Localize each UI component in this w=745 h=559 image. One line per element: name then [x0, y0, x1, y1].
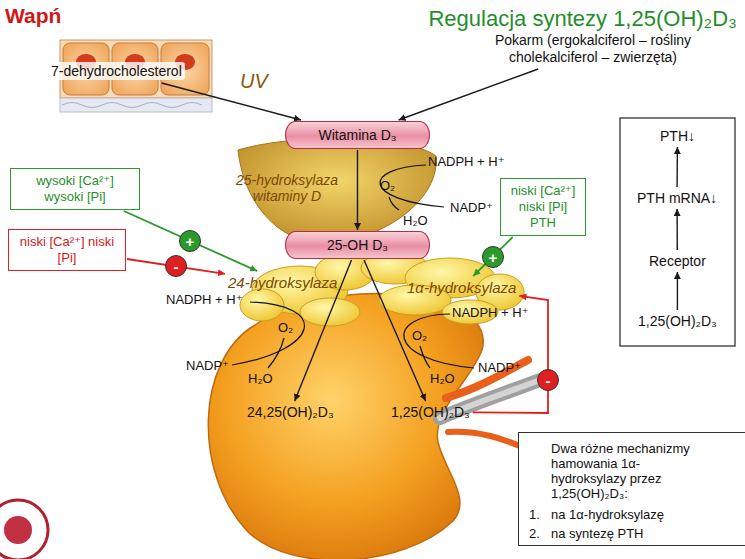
- slide-title: Regulacja syntezy 1,25(OH)₂D₃: [428, 6, 737, 32]
- compound-band: Witamina D₃: [285, 121, 430, 149]
- regulation-sign: +: [482, 246, 504, 268]
- node-text: PTH↓: [660, 128, 695, 144]
- compound-band: 25-OH D₃: [285, 231, 430, 259]
- connector-arrow: [399, 69, 539, 120]
- cofactor-label: O₂: [278, 320, 293, 335]
- regulation-sign: -: [537, 369, 559, 391]
- note-row: 2.na syntezę PTH: [529, 526, 741, 541]
- cofactor-label: H₂O: [403, 213, 428, 228]
- note-row: 1.na 1α-hydroksylazę: [529, 507, 741, 522]
- enzyme-label: 25-hydroksylaza witaminy D: [226, 172, 348, 204]
- node-text: 1,25(OH)₂D₃: [391, 404, 470, 420]
- metabolite-label: 24,25(OH)₂D₃: [247, 404, 334, 420]
- node-text: 1α-hydroksylaza: [407, 279, 516, 296]
- node-text: niski [Ca²⁺] niski [Pi] PTH: [507, 183, 579, 231]
- diet-source: Pokarm (ergokalciferol – rośliny choleka…: [482, 32, 704, 66]
- cofactor-label: NADPH + H⁺: [166, 292, 243, 307]
- stimulus-box: niski [Ca²⁺] niski [Pi] PTH: [500, 178, 586, 236]
- inhibitor-box: niski [Ca²⁺] niski [Pi]: [8, 229, 126, 271]
- node-text: PTH mRNA↓: [637, 190, 717, 206]
- node-text: 1,25(OH)₂D₃: [638, 313, 717, 329]
- connector-arrow: [676, 209, 678, 250]
- cofactor-label: H₂O: [248, 371, 273, 386]
- list-item: na 1α-hydroksylazę: [551, 507, 664, 522]
- feedback-frame: [620, 118, 735, 346]
- cofactor-label: NADP⁺: [450, 200, 493, 215]
- connector-arrow: [473, 237, 512, 276]
- metabolite-label: 1,25(OH)₂D₃: [391, 404, 470, 420]
- regulation-sign: +: [179, 230, 201, 252]
- cofactor-label: NADPH + H⁺: [452, 305, 529, 320]
- cofactor-label: O₂: [412, 328, 427, 343]
- node-text: 24-hydroksylaza: [228, 274, 337, 291]
- kidney: [208, 293, 540, 559]
- list-item: na syntezę PTH: [551, 526, 644, 541]
- node-text: Pokarm (ergokalciferol – rośliny choleka…: [482, 32, 704, 66]
- stimulus-box: wysoki [Ca²⁺] wysoki [Pi]: [10, 168, 140, 210]
- note-heading: Dwa różne mechanizmy hamowania 1α-hydrok…: [551, 441, 701, 501]
- regulation-sign: -: [165, 255, 187, 277]
- cofactor-label: NADP⁺: [478, 360, 521, 375]
- node-text: 25-hydroksylaza witaminy D: [226, 172, 348, 204]
- feedback-step: PTH↓: [660, 128, 695, 144]
- section-label: Wapń: [5, 4, 61, 28]
- note-box: Dwa różne mechanizmy hamowania 1α-hydrok…: [518, 432, 745, 546]
- university-logo: [0, 500, 48, 559]
- precursor-label: 7-dehydrocholesterol: [48, 62, 185, 80]
- enzyme-label: 1α-hydroksylaza: [407, 279, 516, 296]
- cofactor-label: O₂: [380, 178, 395, 193]
- enzyme-label: 24-hydroksylaza: [228, 274, 337, 291]
- node-text: wysoki [Ca²⁺] wysoki [Pi]: [17, 173, 133, 205]
- list-number: 1.: [529, 507, 551, 522]
- node-text: 7-dehydrocholesterol: [51, 63, 182, 79]
- cofactor-label: NADP⁺: [186, 358, 229, 373]
- feedback-step: 1,25(OH)₂D₃: [638, 313, 717, 329]
- list-number: 2.: [529, 526, 551, 541]
- cofactor-label: NADPH + H⁺: [428, 154, 505, 169]
- connector-arrow: [676, 147, 678, 187]
- cofactor-label: H₂O: [430, 371, 455, 386]
- node-text: 25-OH D₃: [296, 237, 419, 253]
- connector-arrow: [162, 83, 301, 120]
- uv-label: UV: [240, 70, 268, 93]
- node-text: niski [Ca²⁺] niski [Pi]: [15, 234, 119, 266]
- feedback-step: Receptor: [649, 253, 706, 269]
- node-text: Receptor: [649, 253, 706, 269]
- node-text: Witamina D₃: [296, 127, 419, 143]
- node-text: 24,25(OH)₂D₃: [247, 404, 334, 420]
- connector-arrow: [677, 272, 678, 310]
- feedback-step: PTH mRNA↓: [637, 190, 717, 206]
- connector-arrow: [357, 150, 358, 230]
